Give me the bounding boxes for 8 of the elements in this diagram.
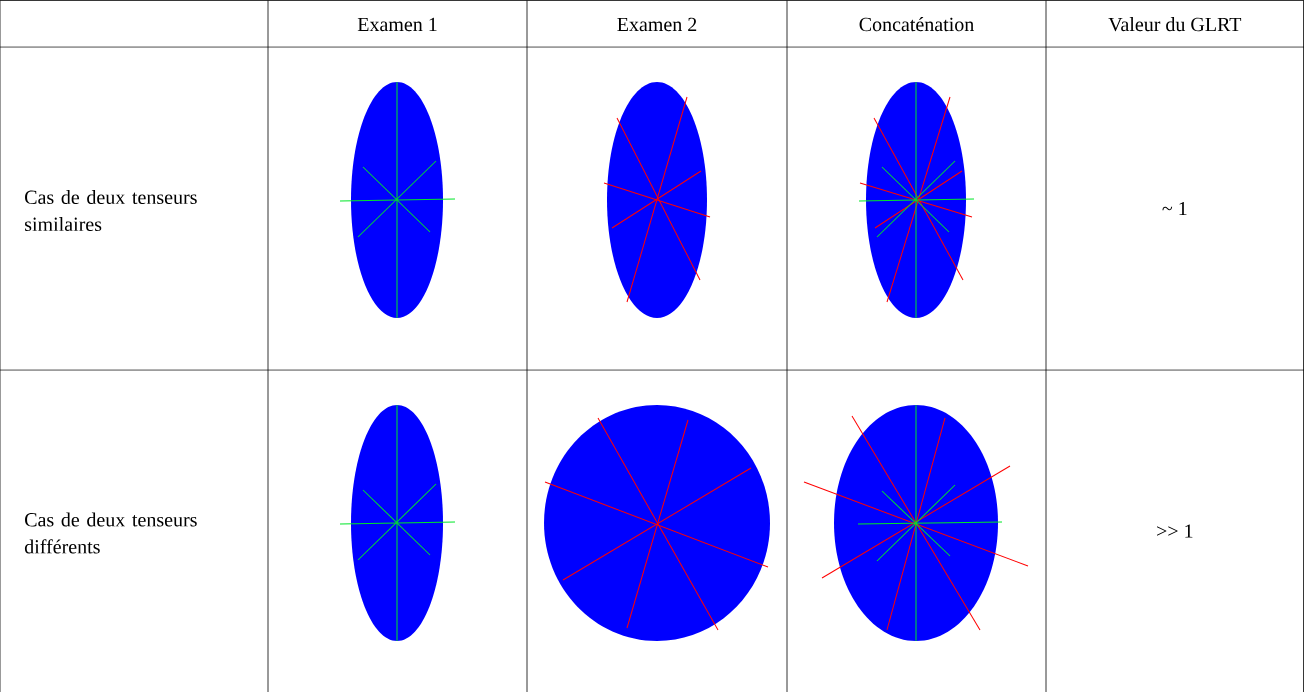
column-header: Concaténation bbox=[859, 17, 974, 32]
column-header: Valeur du GLRT bbox=[1108, 17, 1242, 32]
glrt-value: ~ 1 bbox=[1162, 201, 1187, 216]
row-header: Cas de deux tenseurs similaires bbox=[25, 189, 197, 231]
column-header: Examen 2 bbox=[617, 17, 697, 32]
glrt-value: >> 1 bbox=[1157, 524, 1193, 538]
row-header: Cas de deux tenseurs différents bbox=[24, 512, 197, 554]
column-header: Examen 1 bbox=[357, 17, 437, 32]
